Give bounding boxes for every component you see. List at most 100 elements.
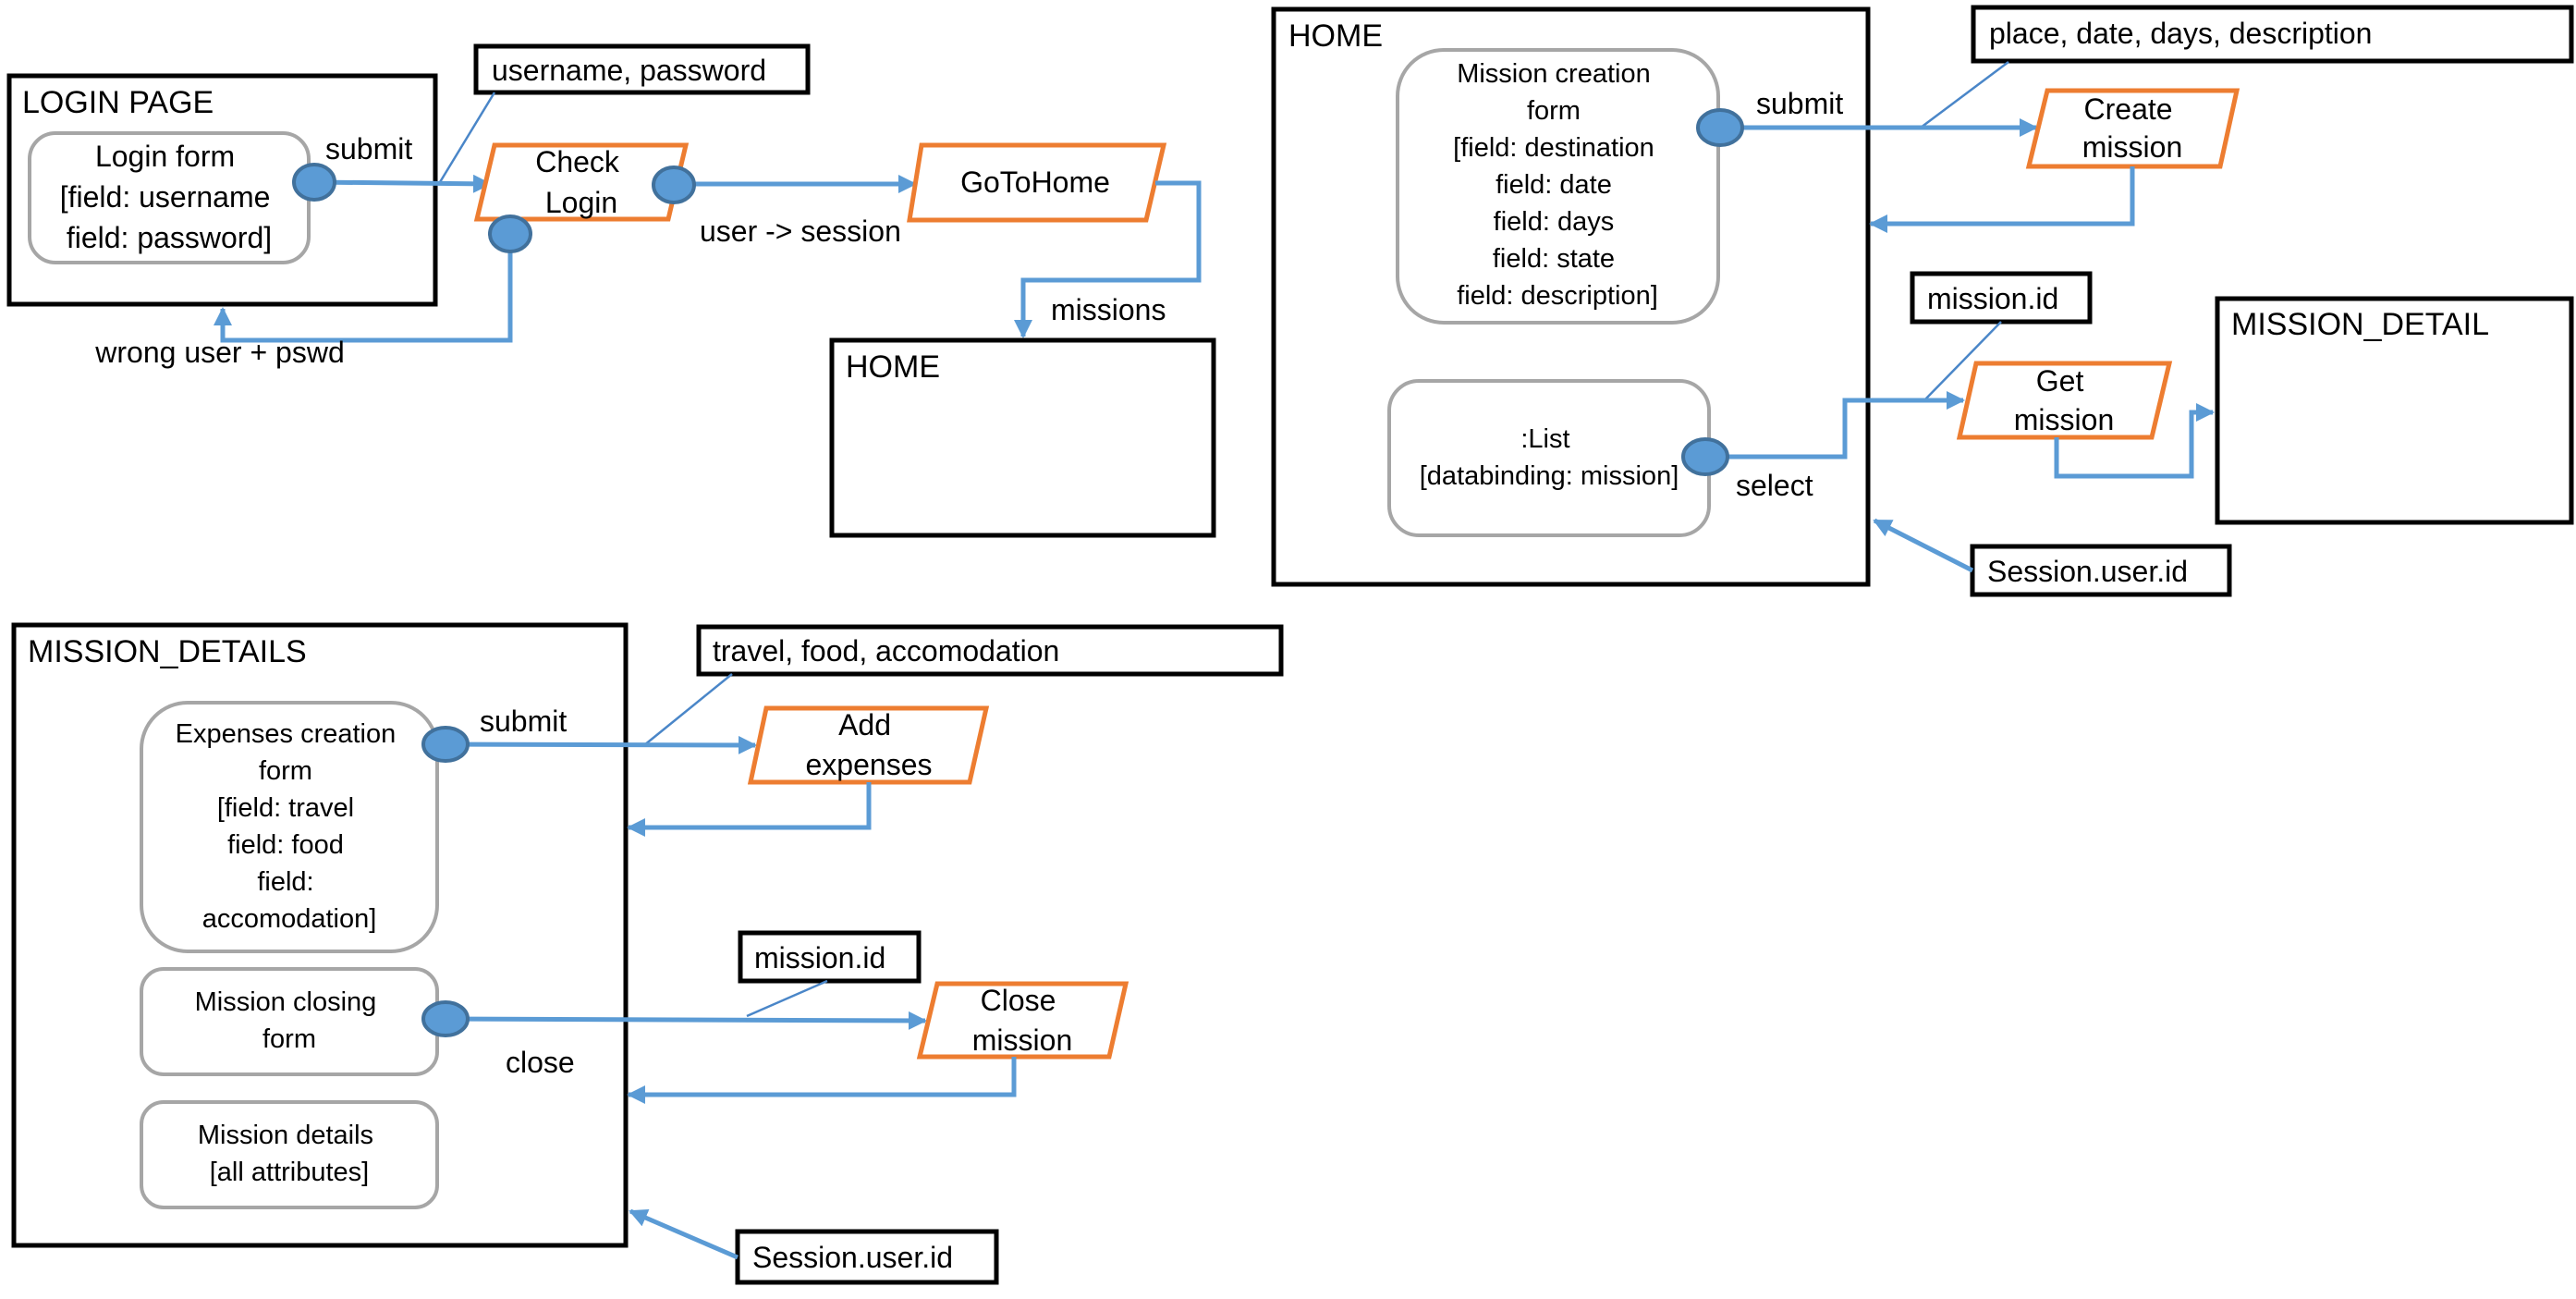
create-mission-action[interactable]: [2025, 88, 2240, 169]
details-close-label: close: [506, 1046, 575, 1079]
create-mission-text: Create mission: [2082, 92, 2182, 164]
home-select-label: select: [1736, 469, 1813, 502]
details-params-connector: [643, 673, 733, 746]
add-expenses-text: Add expenses: [806, 708, 933, 781]
close-mission-text: Close mission: [972, 984, 1072, 1057]
login-form-line: Login form: [95, 140, 235, 173]
get-mission-line: Get: [2036, 364, 2084, 398]
get-mission-to-detail-flow[interactable]: [2054, 403, 2215, 479]
home-params-connector: [1920, 60, 2009, 129]
mission-list-select-dot[interactable]: [1681, 437, 1729, 476]
add-expenses-line: expenses: [806, 748, 933, 781]
wrong-credentials-flow[interactable]: [214, 234, 513, 343]
close-mission-flow[interactable]: [445, 1011, 927, 1030]
get-mission-action[interactable]: [1956, 361, 2173, 440]
home-page-title: HOME: [1288, 18, 1383, 54]
home-session-note: [1970, 544, 2232, 597]
mission-details-form-text: Mission details [all attributes]: [198, 1121, 381, 1187]
details-id-note-text: mission.id: [754, 941, 885, 974]
mission-creation-form-line: field: state: [1493, 244, 1615, 274]
mission-details-page-title: MISSION_DETAILS: [28, 634, 307, 669]
home-session-flow: [1873, 518, 1974, 573]
details-session-note-text: Session.user.id: [752, 1241, 953, 1274]
goto-home-action[interactable]: [907, 142, 1167, 223]
expenses-form-box: [140, 701, 439, 953]
mission-creation-form-box: [1396, 48, 1720, 325]
home-params-note-text: place, date, days, description: [1989, 17, 2372, 50]
login-params-note: [473, 43, 811, 95]
home-session-note-text: Session.user.id: [1987, 555, 2188, 588]
mission-creation-form-line: field: description]: [1457, 281, 1658, 311]
mission-closing-form-text: Mission closing form: [195, 987, 385, 1054]
close-mission-line: mission: [972, 1023, 1072, 1057]
add-expenses-submit-flow[interactable]: [445, 735, 757, 754]
missions-label: missions: [1051, 293, 1166, 326]
mission-details-form-line: [all attributes]: [210, 1158, 369, 1187]
missions-flow[interactable]: [1014, 180, 1202, 338]
expenses-submit-dot[interactable]: [421, 726, 470, 763]
check-login-failure-dot[interactable]: [488, 214, 532, 253]
close-mission-line: Close: [981, 984, 1056, 1017]
check-login-text: Check Login: [535, 145, 628, 219]
mission-closing-form-box: [140, 967, 439, 1076]
mission-creation-form-text: Mission creation form [field: destinatio…: [1453, 59, 1662, 311]
close-mission-return-flow[interactable]: [627, 1057, 1017, 1104]
details-id-note: [738, 930, 922, 984]
mission-close-dot[interactable]: [421, 1000, 470, 1037]
expenses-form-line: field: food: [227, 830, 344, 860]
mission-list-line: :List: [1520, 424, 1569, 454]
mission-detail-target-box: [2215, 296, 2574, 525]
create-mission-line: mission: [2082, 130, 2182, 164]
mission-closing-form-line: Mission closing: [195, 987, 377, 1017]
get-mission-text: Get mission: [2014, 364, 2114, 436]
home-section: HOME Mission creation form [field: desti…: [1271, 5, 2574, 597]
login-form-text: Login form [field: username field: passw…: [60, 140, 279, 254]
mission-details-section: MISSION_DETAILS Expenses creation form […: [11, 622, 1284, 1285]
home-target-box: [829, 337, 1216, 538]
select-mission-flow[interactable]: [1705, 391, 1965, 460]
check-login-success-dot[interactable]: [652, 165, 696, 204]
expenses-form-line: [field: travel: [217, 793, 354, 823]
add-expenses-return-flow[interactable]: [627, 782, 872, 837]
login-page-title: LOGIN PAGE: [22, 85, 214, 120]
login-params-note-text: username, password: [492, 54, 766, 87]
login-submit-event-dot[interactable]: [292, 163, 336, 202]
details-session-note: [735, 1229, 999, 1285]
home-params-note: [1971, 5, 2574, 64]
expenses-form-line: accomodation]: [202, 904, 377, 934]
goto-home-text: GoToHome: [960, 165, 1110, 199]
login-params-connector: [438, 92, 496, 183]
login-form-line: [field: username: [60, 180, 271, 214]
mission-creation-form-line: Mission creation: [1457, 59, 1651, 89]
details-session-flow: [629, 1208, 739, 1260]
details-submit-label: submit: [480, 705, 567, 738]
add-expenses-line: Add: [838, 708, 891, 741]
home-target-title: HOME: [846, 349, 940, 385]
mission-list-line: [databinding: mission]: [1420, 461, 1679, 491]
check-login-action[interactable]: [473, 142, 690, 222]
expenses-form-text: Expenses creation form [field: travel fi…: [176, 719, 404, 934]
mission-creation-submit-dot[interactable]: [1696, 108, 1744, 147]
login-section: LOGIN PAGE Login form [field: username f…: [6, 43, 1216, 538]
wrong-credentials-label: wrong user + pswd: [94, 336, 344, 369]
login-form-line: field: password]: [67, 221, 272, 254]
add-expenses-action[interactable]: [747, 705, 990, 785]
mission-creation-form-line: field: days: [1494, 207, 1615, 237]
expenses-form-line: form: [259, 756, 312, 786]
expenses-form-line: field:: [257, 867, 313, 897]
mission-details-form-box: [140, 1100, 439, 1209]
mission-closing-form-line: form: [262, 1024, 316, 1054]
home-submit-label: submit: [1756, 87, 1843, 120]
mission-creation-form-line: form: [1527, 96, 1581, 126]
mission-list-text: :List [databinding: mission]: [1420, 424, 1679, 491]
home-id-note-text: mission.id: [1927, 282, 2058, 315]
login-submit-flow[interactable]: [313, 174, 492, 193]
mission-detail-target-title: MISSION_DETAIL: [2231, 307, 2489, 342]
create-mission-return-flow[interactable]: [1869, 166, 2135, 233]
mission-creation-form-line: field: date: [1496, 170, 1612, 200]
close-mission-action[interactable]: [916, 981, 1129, 1060]
create-mission-line: Create: [2084, 92, 2173, 126]
get-mission-line: mission: [2014, 403, 2114, 436]
expenses-form-line: Expenses creation: [176, 719, 397, 749]
